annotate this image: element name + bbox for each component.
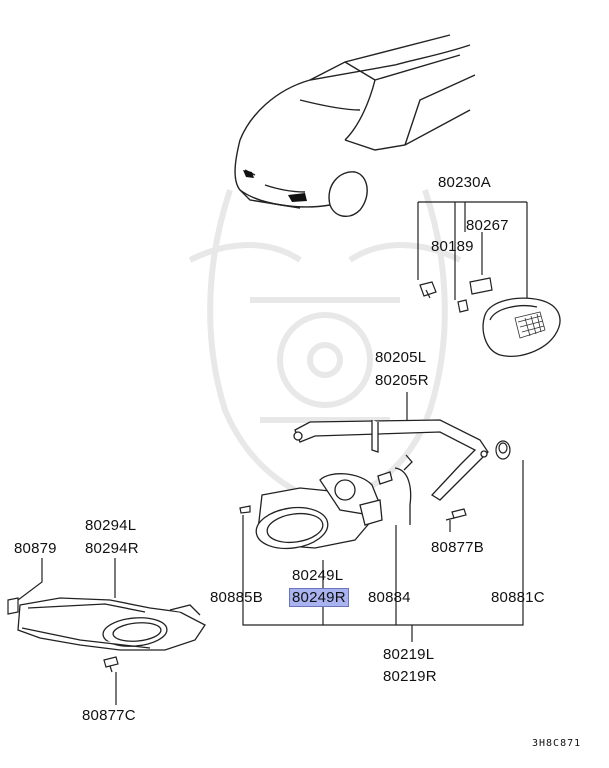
part-label-80877B[interactable]: 80877B	[431, 539, 484, 556]
part-label-80249R-highlighted[interactable]: 80249R	[289, 588, 349, 607]
part-label-80219R[interactable]: 80219R	[383, 668, 437, 685]
part-label-80294L[interactable]: 80294L	[85, 517, 137, 534]
side-marker-leaders	[417, 201, 528, 300]
part-label-80294R[interactable]: 80294R	[85, 540, 139, 557]
watermark-logo	[188, 189, 462, 504]
screw-80885B	[239, 505, 251, 514]
part-label-80885B[interactable]: 80885B	[210, 589, 263, 606]
part-label-80881C[interactable]: 80881C	[491, 589, 545, 606]
fog-lamp-bezel	[17, 597, 206, 651]
socket-80189	[419, 281, 437, 299]
clip-80879	[7, 597, 19, 615]
lamp-wiring	[377, 454, 413, 525]
side-marker-lamp	[482, 297, 561, 357]
part-label-80205L[interactable]: 80205L	[375, 349, 427, 366]
part-label-80219L[interactable]: 80219L	[383, 646, 435, 663]
fog-lamp-marker-left	[243, 170, 254, 178]
part-label-80267[interactable]: 80267	[466, 217, 509, 234]
part-label-80205R[interactable]: 80205R	[375, 372, 429, 389]
bulb-80267	[457, 277, 493, 313]
part-label-80189[interactable]: 80189	[431, 238, 474, 255]
part-label-80249L[interactable]: 80249L	[292, 567, 344, 584]
diagram-code: 3H8C871	[532, 738, 582, 749]
part-label-80877C[interactable]: 80877C	[82, 707, 136, 724]
fog-lamp-bracket	[293, 419, 489, 501]
screw-80877C	[103, 656, 119, 673]
fog-lamp-unit	[255, 473, 383, 550]
screw-80877B	[445, 508, 467, 521]
part-label-80884[interactable]: 80884	[368, 589, 411, 606]
part-label-80230A[interactable]: 80230A	[438, 174, 491, 191]
fog-lamp-marker-right	[288, 193, 307, 202]
part-label-80879[interactable]: 80879	[14, 540, 57, 557]
car-illustration	[234, 34, 476, 217]
clip-80881C	[495, 440, 511, 460]
